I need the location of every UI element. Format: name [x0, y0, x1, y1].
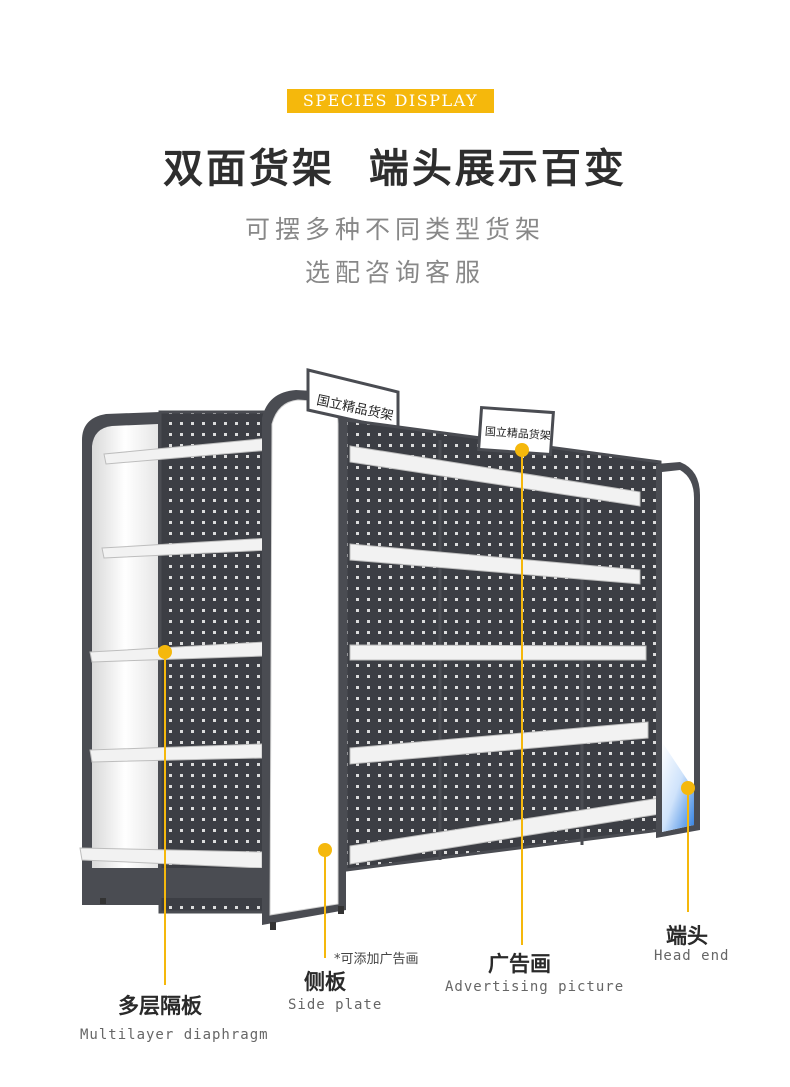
- multilayer-label-en: Multilayer diaphragm: [80, 1027, 269, 1043]
- side-plate-note: *可添加广告画: [334, 952, 419, 967]
- side-plate-label-en: Side plate: [288, 997, 383, 1013]
- advertising-dot: [515, 443, 529, 457]
- advertising-label-en: Advertising picture: [445, 979, 625, 995]
- species-display-badge: SPECIES DISPLAY: [287, 89, 494, 113]
- advertising-label: 广告画: [488, 952, 551, 976]
- head-end-dot: [681, 781, 695, 795]
- subtitle-line1: 可摆多种不同类型货架: [244, 215, 545, 244]
- callout-lines: [164, 450, 689, 985]
- head-end-label: 端头: [666, 924, 708, 948]
- page-title: 双面货架 端头展示百变: [163, 146, 627, 192]
- center-sign-text: 国立精品货架: [484, 424, 551, 443]
- side-plate: [269, 399, 339, 916]
- head-end-label-en: Head end: [654, 948, 730, 964]
- multilayer-label: 多层隔板: [118, 994, 202, 1018]
- head-end-panel: [662, 470, 694, 832]
- side-plate-dot: [318, 843, 332, 857]
- side-plate-label: 侧板: [304, 970, 346, 994]
- main-shelves: [349, 445, 661, 865]
- multilayer-dot: [158, 645, 172, 659]
- subtitle-line2: 选配咨询客服: [304, 258, 485, 287]
- head-end-ad: [662, 742, 694, 832]
- left-pegboard: [160, 412, 272, 912]
- center-sign: 国立精品货架: [477, 405, 555, 457]
- left-shelves: [79, 437, 271, 869]
